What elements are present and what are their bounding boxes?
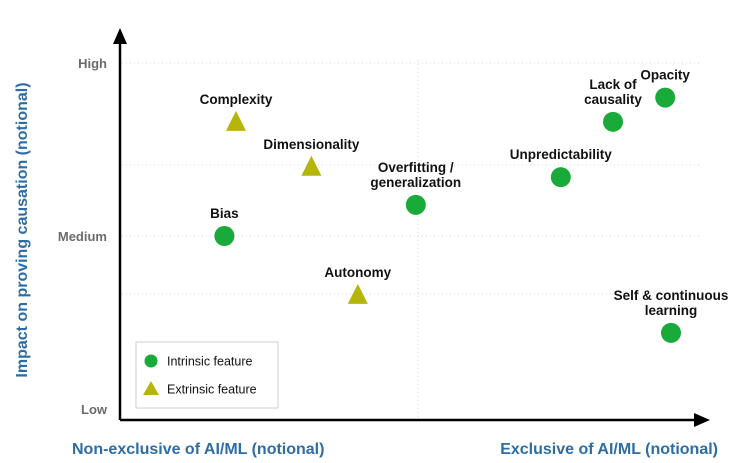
intrinsic-point	[405, 194, 426, 215]
intrinsic-point	[214, 226, 235, 246]
point-label: Autonomy	[324, 265, 391, 280]
y-axis-title: Impact on proving causation (notional)	[14, 82, 31, 377]
intrinsic-point	[550, 167, 571, 188]
legend-label: Intrinsic feature	[167, 355, 253, 369]
legend-marker-circle	[144, 354, 158, 368]
x-axis-category-right: Exclusive of AI/ML (notional)	[500, 441, 718, 458]
y-tick-label: Medium	[58, 229, 107, 244]
axis-titles: Impact on proving causation (notional) No…	[14, 82, 718, 458]
point-label: Unpredictability	[510, 147, 613, 162]
x-axis-category-left: Non-exclusive of AI/ML (notional)	[72, 441, 324, 458]
extrinsic-point	[226, 110, 246, 131]
data-points	[214, 87, 681, 343]
y-axis-arrow	[113, 28, 127, 44]
point-label: Bias	[210, 206, 239, 221]
intrinsic-point	[661, 322, 681, 343]
axes	[113, 28, 710, 427]
legend-box	[135, 341, 279, 409]
intrinsic-point	[655, 87, 676, 108]
extrinsic-point	[347, 283, 368, 304]
point-label: Dimensionality	[263, 137, 360, 152]
point-label: Opacity	[640, 68, 690, 83]
y-tick-labels: Low Medium High	[58, 56, 108, 417]
x-axis-arrow	[694, 413, 710, 427]
point-label: Complexity	[200, 92, 273, 107]
legend-label: Extrinsic feature	[167, 383, 257, 397]
y-tick-label: Low	[81, 402, 108, 417]
point-label: Overfitting /generalization	[370, 160, 461, 190]
y-tick-label: High	[78, 56, 107, 71]
extrinsic-point	[301, 155, 322, 176]
legend-marker-triangle	[143, 381, 159, 395]
intrinsic-point	[603, 111, 623, 132]
